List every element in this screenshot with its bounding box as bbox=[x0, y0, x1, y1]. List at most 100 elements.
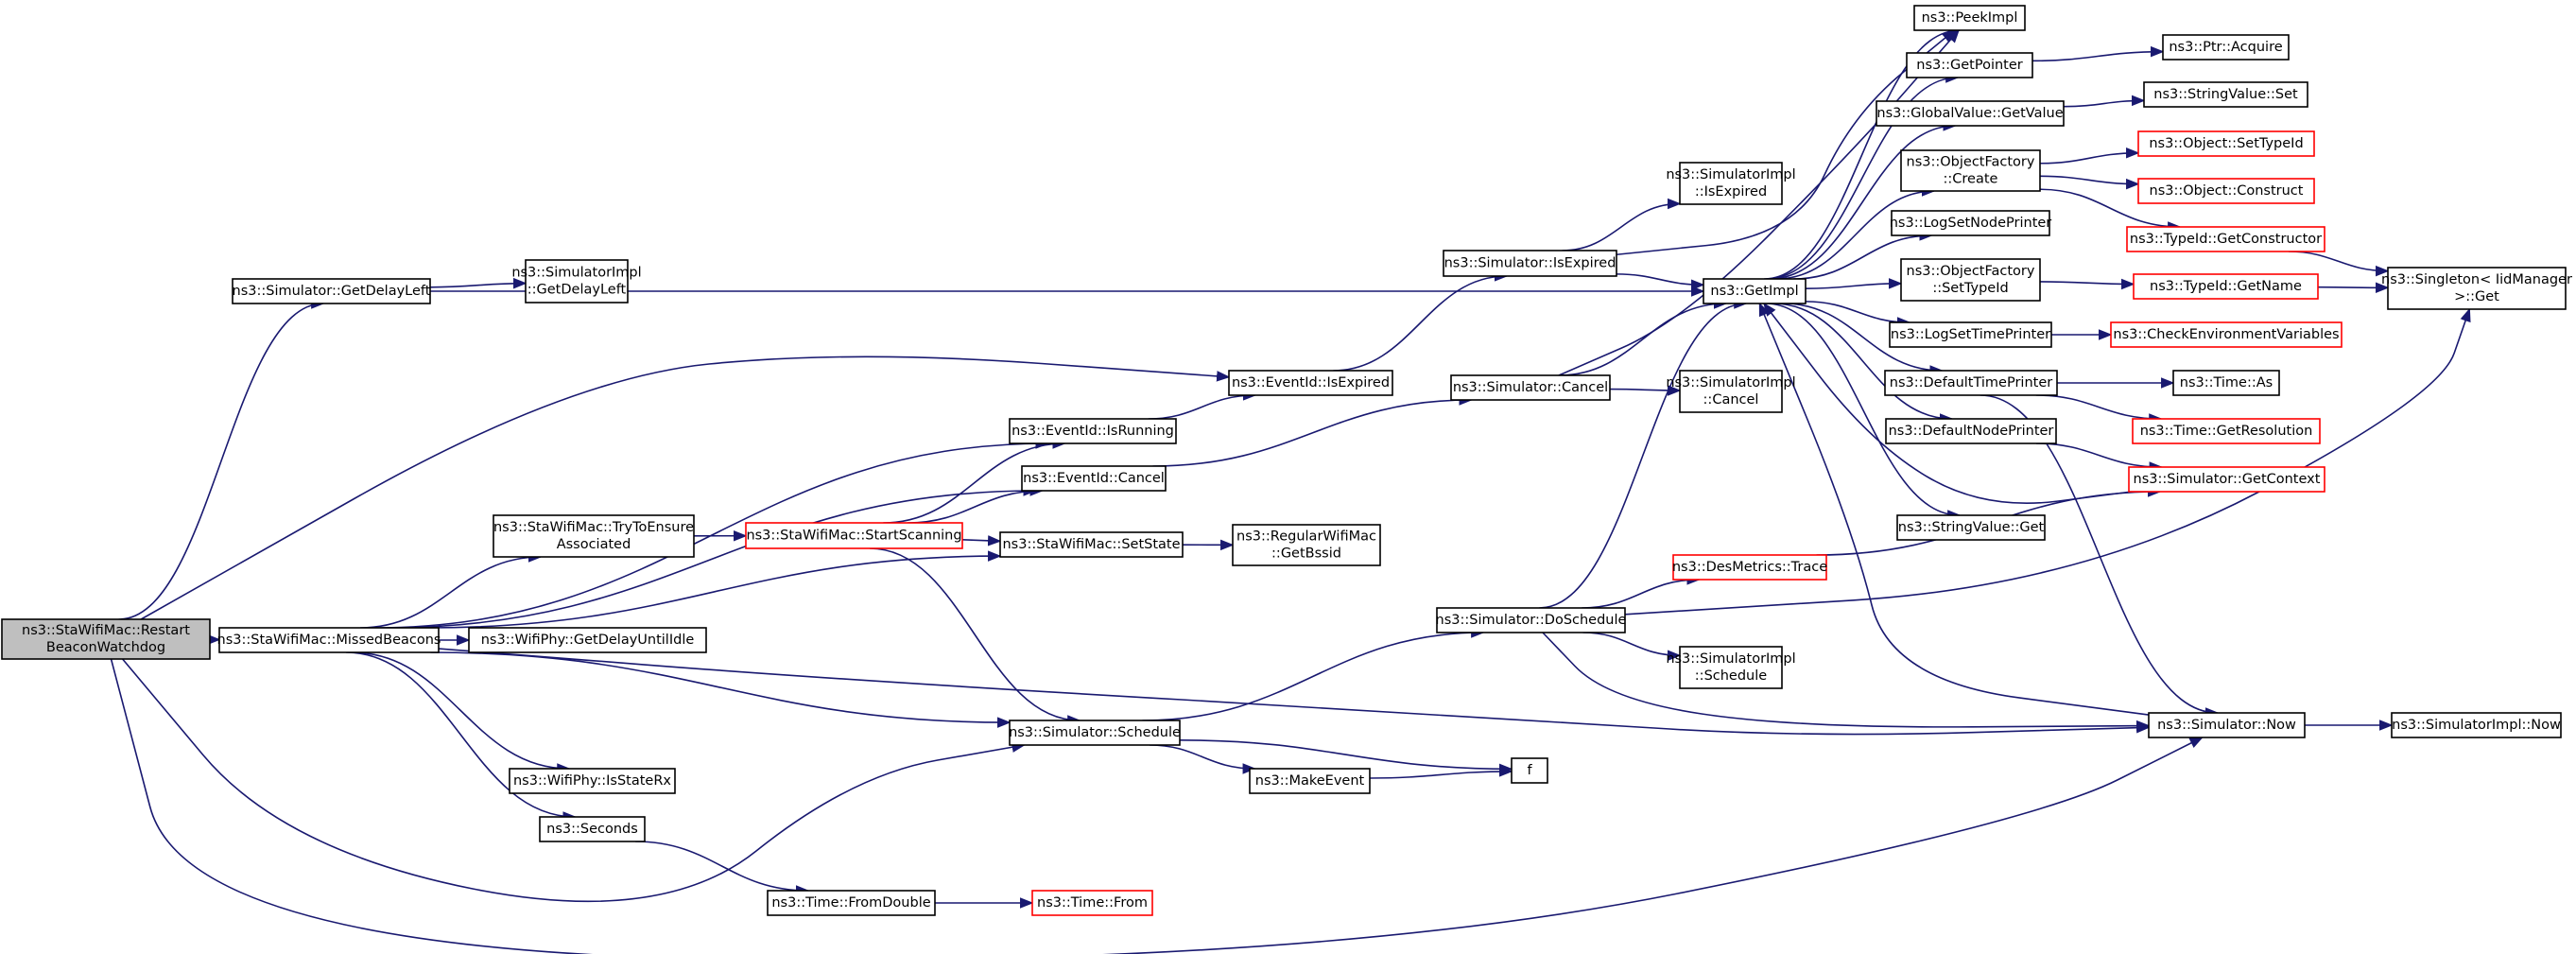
node-box-timeGetResolution[interactable] bbox=[2132, 418, 2321, 444]
node-svGet[interactable]: ns3::StringValue::Get bbox=[1896, 514, 2046, 541]
node-timeAs[interactable]: ns3::Time::As bbox=[2172, 370, 2280, 396]
node-box-tidGetName[interactable] bbox=[2133, 273, 2319, 300]
node-box-simNow[interactable] bbox=[2148, 712, 2306, 738]
node-box-implSchedule[interactable] bbox=[1679, 646, 1783, 689]
node-box-ptrAcquire[interactable] bbox=[2162, 34, 2290, 61]
node-desTrace[interactable]: ns3::DesMetrics::Trace bbox=[1672, 554, 1827, 581]
node-box-f[interactable] bbox=[1511, 757, 1548, 784]
node-isStateRx[interactable]: ns3::WifiPhy::IsStateRx bbox=[509, 768, 676, 794]
node-logSetTimePrinter[interactable]: ns3::LogSetTimePrinter bbox=[1889, 321, 2052, 348]
node-box-defaultNodePrinter[interactable] bbox=[1885, 418, 2057, 444]
node-box-desTrace[interactable] bbox=[1672, 554, 1827, 581]
node-eventIdCancel[interactable]: ns3::EventId::Cancel bbox=[1021, 465, 1167, 492]
node-implCancel[interactable]: ns3::SimulatorImpl::Cancel bbox=[1666, 370, 1796, 413]
node-box-getImpl[interactable] bbox=[1703, 278, 1807, 304]
node-getImpl[interactable]: ns3::GetImpl bbox=[1703, 278, 1807, 304]
node-getDelayUntilIdle[interactable]: ns3::WifiPhy::GetDelayUntilIdle bbox=[468, 627, 707, 653]
node-box-ofSetTypeId[interactable] bbox=[1900, 258, 2041, 302]
node-box-implNow[interactable] bbox=[2391, 712, 2562, 738]
node-box-startScanning[interactable] bbox=[745, 522, 963, 549]
node-box-implIsExpired[interactable] bbox=[1679, 162, 1783, 205]
node-box-objConstruct[interactable] bbox=[2137, 178, 2315, 204]
node-box-root[interactable] bbox=[1, 618, 211, 660]
node-timeGetResolution[interactable]: ns3::Time::GetResolution bbox=[2132, 418, 2321, 444]
node-box-eventIdIsRunning[interactable] bbox=[1009, 418, 1177, 444]
node-box-getDelayLeft[interactable] bbox=[232, 278, 431, 304]
node-box-svSet[interactable] bbox=[2143, 81, 2308, 108]
node-box-defaultTimePrinter[interactable] bbox=[1884, 370, 2058, 396]
node-box-isStateRx[interactable] bbox=[509, 768, 676, 794]
node-box-logSetTimePrinter[interactable] bbox=[1889, 321, 2052, 348]
node-implNow[interactable]: ns3::SimulatorImpl::Now bbox=[2391, 712, 2562, 738]
node-eventIdIsExpired[interactable]: ns3::EventId::IsExpired bbox=[1228, 370, 1393, 396]
node-box-implGetDelayLeft[interactable] bbox=[525, 259, 629, 304]
node-getDelayLeft[interactable]: ns3::Simulator::GetDelayLeft bbox=[232, 278, 431, 304]
node-doSchedule[interactable]: ns3::Simulator::DoSchedule bbox=[1436, 607, 1627, 633]
node-ptrAcquire[interactable]: ns3::Ptr::Acquire bbox=[2162, 34, 2290, 61]
node-makeEvent[interactable]: ns3::MakeEvent bbox=[1249, 768, 1371, 794]
node-setState[interactable]: ns3::StaWifiMac::SetState bbox=[999, 531, 1184, 558]
node-box-tryToEnsure[interactable] bbox=[493, 514, 695, 558]
node-box-eventIdCancel[interactable] bbox=[1021, 465, 1167, 492]
node-simIsExpired[interactable]: ns3::Simulator::IsExpired bbox=[1443, 250, 1617, 277]
node-fromDouble[interactable]: ns3::Time::FromDouble bbox=[767, 890, 936, 916]
node-box-gvGetValue[interactable] bbox=[1876, 100, 2065, 127]
node-singletonGet[interactable]: ns3::Singleton< IidManager>::Get bbox=[2381, 267, 2572, 310]
node-implSchedule[interactable]: ns3::SimulatorImpl::Schedule bbox=[1666, 646, 1796, 689]
node-box-svGet[interactable] bbox=[1896, 514, 2046, 541]
node-box-objSetTypeId[interactable] bbox=[2137, 130, 2315, 157]
node-objSetTypeId[interactable]: ns3::Object::SetTypeId bbox=[2137, 130, 2315, 157]
node-objConstruct[interactable]: ns3::Object::Construct bbox=[2137, 178, 2315, 204]
node-logSetNodePrinter[interactable]: ns3::LogSetNodePrinter bbox=[1890, 210, 2052, 236]
node-missedBeacons[interactable]: ns3::StaWifiMac::MissedBeacons bbox=[217, 627, 441, 653]
node-schedule[interactable]: ns3::Simulator::Schedule bbox=[1009, 720, 1181, 746]
node-gvGetValue[interactable]: ns3::GlobalValue::GetValue bbox=[1876, 100, 2065, 127]
node-box-simGetContext[interactable] bbox=[2128, 466, 2325, 493]
node-seconds[interactable]: ns3::Seconds bbox=[539, 816, 646, 842]
node-box-seconds[interactable] bbox=[539, 816, 646, 842]
node-defaultTimePrinter[interactable]: ns3::DefaultTimePrinter bbox=[1884, 370, 2058, 396]
node-box-checkEnv[interactable] bbox=[2110, 321, 2343, 348]
node-checkEnv[interactable]: ns3::CheckEnvironmentVariables bbox=[2110, 321, 2343, 348]
node-box-schedule[interactable] bbox=[1009, 720, 1181, 746]
node-box-ofCreate[interactable] bbox=[1900, 149, 2041, 192]
node-box-regularGetBssid[interactable] bbox=[1232, 524, 1381, 566]
node-box-singletonGet[interactable] bbox=[2387, 267, 2567, 310]
node-tidGetName[interactable]: ns3::TypeId::GetName bbox=[2133, 273, 2319, 300]
node-timeFrom[interactable]: ns3::Time::From bbox=[1031, 890, 1153, 916]
node-box-simCancel[interactable] bbox=[1450, 374, 1611, 401]
node-box-eventIdIsExpired[interactable] bbox=[1228, 370, 1393, 396]
node-box-tidGetConstructor[interactable] bbox=[2126, 226, 2325, 252]
node-implGetDelayLeft[interactable]: ns3::SimulatorImpl::GetDelayLeft bbox=[511, 259, 642, 304]
node-implIsExpired[interactable]: ns3::SimulatorImpl::IsExpired bbox=[1666, 162, 1796, 205]
node-box-setState[interactable] bbox=[999, 531, 1184, 558]
node-defaultNodePrinter[interactable]: ns3::DefaultNodePrinter bbox=[1885, 418, 2057, 444]
node-box-missedBeacons[interactable] bbox=[218, 627, 440, 653]
node-box-timeFrom[interactable] bbox=[1031, 890, 1153, 916]
node-box-logSetNodePrinter[interactable] bbox=[1891, 210, 2050, 236]
node-box-makeEvent[interactable] bbox=[1249, 768, 1371, 794]
node-box-fromDouble[interactable] bbox=[767, 890, 936, 916]
node-box-peekImpl[interactable] bbox=[1913, 5, 2026, 31]
node-regularGetBssid[interactable]: ns3::RegularWifiMac::GetBssid bbox=[1232, 524, 1381, 566]
node-box-doSchedule[interactable] bbox=[1436, 607, 1626, 633]
node-svSet[interactable]: ns3::StringValue::Set bbox=[2143, 81, 2308, 108]
node-tidGetConstructor[interactable]: ns3::TypeId::GetConstructor bbox=[2126, 226, 2325, 252]
node-box-implCancel[interactable] bbox=[1679, 370, 1783, 413]
node-box-timeAs[interactable] bbox=[2172, 370, 2280, 396]
node-simGetContext[interactable]: ns3::Simulator::GetContext bbox=[2128, 466, 2325, 493]
node-simCancel[interactable]: ns3::Simulator::Cancel bbox=[1450, 374, 1611, 401]
node-startScanning[interactable]: ns3::StaWifiMac::StartScanning bbox=[745, 522, 963, 549]
node-peekImpl[interactable]: ns3::PeekImpl bbox=[1913, 5, 2026, 31]
node-eventIdIsRunning[interactable]: ns3::EventId::IsRunning bbox=[1009, 418, 1177, 444]
node-box-getPointer[interactable] bbox=[1906, 52, 2033, 78]
node-f[interactable]: f bbox=[1511, 757, 1548, 784]
node-simNow[interactable]: ns3::Simulator::Now bbox=[2148, 712, 2306, 738]
node-box-simIsExpired[interactable] bbox=[1443, 250, 1617, 277]
node-ofCreate[interactable]: ns3::ObjectFactory::Create bbox=[1900, 149, 2041, 192]
node-box-getDelayUntilIdle[interactable] bbox=[468, 627, 707, 653]
node-ofSetTypeId[interactable]: ns3::ObjectFactory::SetTypeId bbox=[1900, 258, 2041, 302]
node-getPointer[interactable]: ns3::GetPointer bbox=[1906, 52, 2033, 78]
